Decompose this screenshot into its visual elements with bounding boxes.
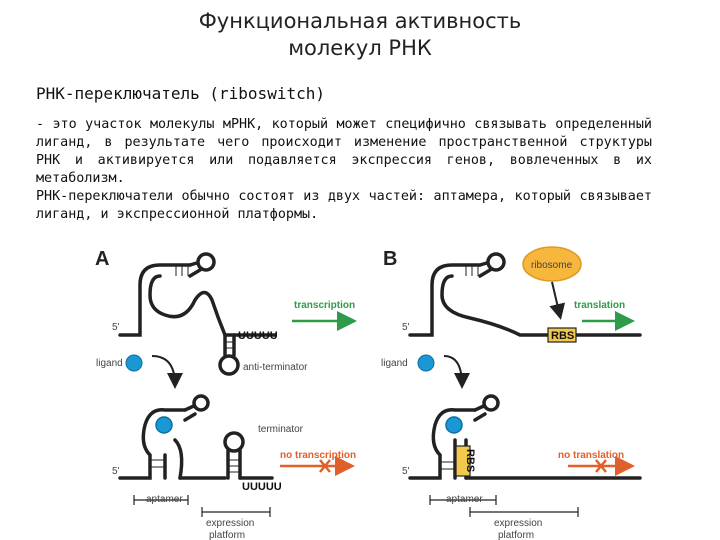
anti-terminator-label: anti-terminator bbox=[243, 362, 308, 373]
panel-a-bottom-uuuuu: UUUUU bbox=[242, 481, 282, 493]
panel-b-ligand-arrow bbox=[443, 355, 470, 389]
panel-b-bottom-rbs-box bbox=[455, 445, 471, 477]
panel-b-top-pairs bbox=[465, 265, 479, 276]
panel-b-bottom-pairs bbox=[440, 461, 455, 470]
panel-b-platform-label: platform bbox=[498, 530, 534, 540]
panel-b-top-structure bbox=[408, 252, 642, 337]
definition-text: - это участок молекулы мРНК, который мож… bbox=[36, 116, 652, 224]
panel-b-bottom-rbs-label: RBS bbox=[464, 449, 476, 472]
panel-a-top-uuuuu: UUUUU bbox=[238, 330, 278, 342]
no-transcription-label: no transcription bbox=[280, 450, 356, 461]
ribosome-icon bbox=[522, 246, 582, 282]
ribosome-label: ribosome bbox=[531, 260, 573, 271]
panel-b-top-rbs-label: RBS bbox=[551, 330, 574, 342]
panel-a-brackets bbox=[133, 495, 271, 517]
panel-b-aptamer-label: aptamer bbox=[446, 494, 483, 505]
composition-paragraph: РНК-переключатели обычно состоят из двух… bbox=[36, 189, 652, 222]
ribosome-arrow bbox=[549, 281, 566, 320]
panel-a-expression-label: expression bbox=[206, 518, 254, 529]
panel-a-platform-label: platform bbox=[209, 530, 245, 540]
transcription-label: transcription bbox=[294, 300, 355, 311]
page-title: Функциональная активность молекул РНК bbox=[0, 8, 720, 62]
riboswitch-heading: РНК-переключатель (riboswitch) bbox=[36, 84, 325, 103]
definition-paragraph: - это участок молекулы мРНК, который мож… bbox=[36, 117, 652, 186]
panel-b-label: B bbox=[383, 248, 397, 270]
panel-b-bottom-5prime: 5' bbox=[402, 466, 410, 477]
panel-a-bottom-5prime: 5' bbox=[112, 466, 120, 477]
panel-b-top-rbs-box bbox=[547, 327, 577, 343]
panel-a-ligand-arrow bbox=[151, 355, 183, 389]
panel-b-ligand-label: ligand bbox=[381, 358, 408, 369]
panel-b-brackets bbox=[429, 495, 579, 517]
no-transcription-cross bbox=[319, 459, 331, 473]
panel-a-label: A bbox=[95, 248, 109, 270]
no-translation-label: no translation bbox=[558, 450, 624, 461]
title-line-1: Функциональная активность bbox=[198, 9, 522, 33]
panel-a-top-pairs bbox=[175, 265, 234, 349]
panel-a-ligand-icon bbox=[125, 354, 143, 372]
title-line-2: молекул РНК bbox=[288, 36, 432, 60]
panel-a-bottom-structure bbox=[118, 394, 274, 480]
panel-a-ligand-label: ligand bbox=[96, 358, 123, 369]
panel-b-expression-label: expression bbox=[494, 518, 542, 529]
panel-b-top-5prime: 5' bbox=[402, 322, 410, 333]
no-translation-cross bbox=[595, 459, 607, 473]
panel-a-bottom-pairs bbox=[150, 459, 240, 473]
translation-label: translation bbox=[574, 300, 625, 311]
panel-a-top-structure bbox=[118, 252, 277, 376]
terminator-label: terminator bbox=[258, 424, 304, 435]
panel-a-top-5prime: 5' bbox=[112, 322, 120, 333]
panel-a-aptamer-label: aptamer bbox=[146, 494, 183, 505]
panel-b-ligand-icon bbox=[417, 354, 435, 372]
